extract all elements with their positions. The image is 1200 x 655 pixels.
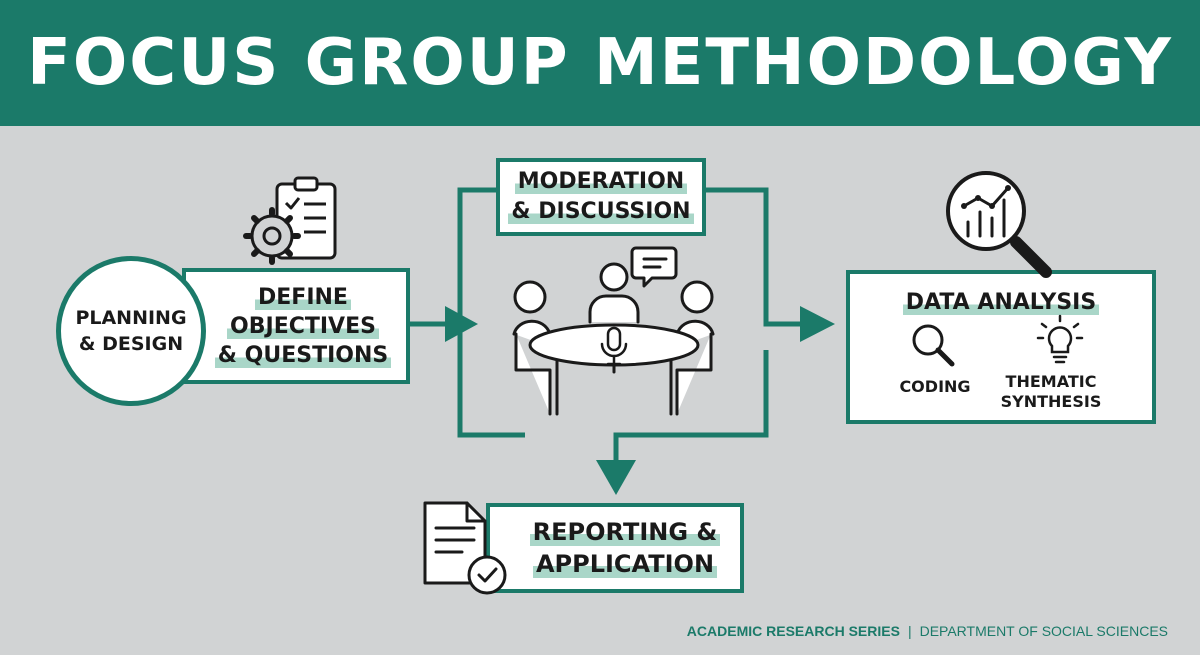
title-banner: FOCUS GROUP METHODOLOGY [0,0,1200,126]
footer-department: DEPARTMENT OF SOCIAL SCIENCES [919,623,1168,639]
define-objectives-line-2: OBJECTIVES [227,313,379,339]
define-objectives-line-1: DEFINE [255,284,351,310]
planning-design-circle: PLANNING & DESIGN [56,256,206,406]
microphone-icon [600,326,628,366]
footer-credit: ACADEMIC RESEARCH SERIES | DEPARTMENT OF S… [687,623,1168,639]
define-objectives-line-3: & QUESTIONS [214,342,392,368]
thematic-line-2: SYNTHESIS [1000,392,1102,411]
moderation-frame-right [706,187,800,327]
moderation-line-1: MODERATION [514,169,688,194]
footer-separator: | [907,623,912,639]
data-analysis-title: DATA ANALYSIS [902,290,1100,315]
arrow-moderation-to-reporting-shaft [613,432,682,465]
moderation-frame-bottom-right [682,350,769,438]
planning-line-1: PLANNING [75,307,187,329]
footer-series: ACADEMIC RESEARCH SERIES [686,623,900,639]
arrow-head-to-moderation [445,306,478,342]
lightbulb-icon [1036,314,1084,364]
data-analysis-box: DATA ANALYSIS [846,270,1156,424]
analytics-magnifier-icon [946,171,1052,278]
page-title: FOCUS GROUP METHODOLOGY [27,26,1173,100]
reporting-line-1: REPORTING & [529,518,721,546]
moderation-line-2: & DISCUSSION [508,199,694,224]
coding-label: CODING [899,377,971,396]
reporting-box: REPORTING & APPLICATION [486,503,744,593]
arrow-head-to-analysis [800,306,835,342]
arrow-head-to-reporting [596,460,636,495]
magnifier-icon [912,324,955,367]
moderation-box: MODERATION & DISCUSSION [496,158,706,236]
thematic-synthesis-label: THEMATIC SYNTHESIS [996,372,1106,412]
reporting-line-2: APPLICATION [532,550,718,578]
define-objectives-box: DEFINE OBJECTIVES & QUESTIONS [182,268,410,384]
planning-line-2: & DESIGN [78,333,184,355]
thematic-line-1: THEMATIC [1005,372,1097,391]
speech-bubble-icon [630,246,678,288]
moderation-frame-left [457,187,525,438]
